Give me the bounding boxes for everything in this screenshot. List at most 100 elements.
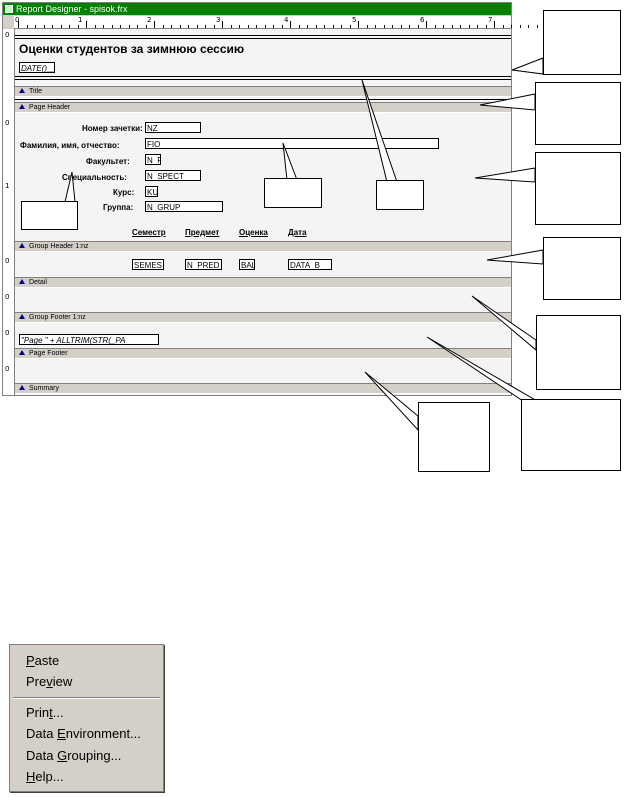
window-title: Report Designer - spisok.frx	[16, 4, 128, 14]
ruler-number: 6	[420, 16, 425, 24]
ruler-tick	[536, 25, 538, 28]
ruler-tick	[358, 21, 359, 28]
menu-item-print[interactable]: Print...	[26, 705, 64, 720]
label-record-book[interactable]: Номер зачетки:	[82, 124, 143, 133]
ruler-tick	[230, 25, 232, 28]
band-summary[interactable]: Summary	[15, 383, 511, 394]
ruler-tick	[154, 21, 155, 28]
field-date[interactable]: DATA_B_	[288, 259, 332, 270]
ruler-tick	[366, 25, 368, 28]
field-specialty[interactable]: N_SPECT___	[145, 170, 201, 181]
field-faculty[interactable]: N_F	[145, 154, 161, 165]
band-title[interactable]: Title	[15, 86, 511, 97]
ruler-tick	[247, 25, 249, 28]
ruler-tick	[264, 25, 266, 28]
callout-pointer	[511, 57, 544, 75]
field-semester[interactable]: SEMES	[132, 259, 164, 270]
ruler-tick	[222, 21, 223, 28]
label-group[interactable]: Группа:	[103, 203, 134, 212]
ruler-tick	[477, 25, 478, 28]
date-field[interactable]: DATE()___	[19, 62, 55, 73]
title-line	[15, 38, 511, 39]
field-group[interactable]: N_GRUP_______	[145, 201, 223, 212]
column-header-semester[interactable]: Семестр	[132, 228, 166, 237]
field-subject[interactable]: N_PRED	[185, 259, 222, 270]
band-detail[interactable]: Detail	[15, 277, 511, 288]
ruler-number: 0	[5, 365, 10, 373]
title-line	[15, 35, 511, 36]
label-course[interactable]: Курс:	[113, 188, 135, 197]
menu-item-data-environment[interactable]: Data Environment...	[26, 726, 141, 741]
ruler-tick	[196, 25, 198, 28]
ruler-tick	[315, 25, 317, 28]
ruler-tick	[307, 25, 308, 28]
field-grade[interactable]: BAL	[239, 259, 255, 270]
band-arrow-icon	[19, 104, 25, 109]
window-titlebar[interactable]: Report Designer - spisok.frx	[3, 3, 511, 15]
ruler-tick	[511, 25, 512, 28]
field-course[interactable]: KU	[145, 186, 158, 197]
ruler-tick	[256, 25, 257, 28]
menu-item-data-grouping[interactable]: Data Grouping...	[26, 748, 122, 763]
callout-box	[535, 152, 621, 225]
band-label: Summary	[29, 385, 59, 392]
menu-item-paste[interactable]: Paste	[26, 653, 60, 668]
band-arrow-icon	[19, 314, 25, 319]
ruler-tick	[400, 25, 402, 28]
field-fio[interactable]: FIO_____________________________________…	[145, 138, 439, 149]
ruler-tick	[375, 25, 376, 28]
band-group-header[interactable]: Group Header 1:nz	[15, 241, 511, 252]
band-page-footer[interactable]: Page Footer	[15, 348, 511, 359]
callout-box	[264, 178, 322, 208]
ruler-tick	[128, 25, 130, 28]
column-header-date[interactable]: Дата	[288, 228, 307, 237]
ruler-tick	[179, 25, 181, 28]
ruler-number: 0	[5, 329, 10, 337]
menu-item-help[interactable]: Help...	[26, 769, 64, 784]
label-specialty[interactable]: Специальность:	[62, 173, 127, 182]
ruler-tick	[434, 25, 436, 28]
ruler-tick	[69, 25, 70, 28]
ruler-number: 3	[216, 16, 221, 24]
field-nz[interactable]: NZ________	[145, 122, 201, 133]
ruler-tick	[290, 21, 291, 28]
ruler-tick	[18, 21, 19, 28]
ruler-tick	[468, 25, 470, 28]
ruler-tick	[273, 25, 274, 28]
ruler-number: 0	[5, 31, 10, 39]
ruler-tick	[60, 25, 62, 28]
ruler-tick	[120, 25, 121, 28]
ruler-tick	[341, 25, 342, 28]
callout-box	[543, 10, 621, 75]
ruler-tick	[519, 25, 521, 28]
ruler-tick	[494, 21, 495, 28]
ruler-tick	[52, 25, 53, 28]
column-header-grade[interactable]: Оценка	[239, 228, 268, 237]
label-full-name[interactable]: Фамилия, имя, отчество:	[20, 141, 120, 150]
label-faculty[interactable]: Факультет:	[86, 157, 130, 166]
report-canvas[interactable]: Оценки студентов за зимнюю сессию DATE()…	[15, 29, 511, 395]
field-page-number[interactable]: "Page " + ALLTRIM(STR(_PA	[19, 334, 159, 345]
ruler-tick	[43, 25, 45, 28]
band-group-footer[interactable]: Group Footer 1:nz	[15, 312, 511, 323]
band-label: Group Header 1:nz	[29, 243, 89, 250]
report-designer-icon	[5, 5, 13, 13]
ruler-tick	[94, 25, 96, 28]
ruler-tick	[137, 25, 138, 28]
column-header-subject[interactable]: Предмет	[185, 228, 220, 237]
ruler-tick	[86, 21, 87, 28]
band-arrow-icon	[19, 350, 25, 355]
ruler-tick	[451, 25, 453, 28]
ruler-tick	[35, 25, 36, 28]
callout-box	[543, 237, 621, 300]
report-heading[interactable]: Оценки студентов за зимнюю сессию	[19, 42, 245, 56]
ruler-tick	[205, 25, 206, 28]
ruler-tick	[111, 25, 113, 28]
ruler-tick	[443, 25, 444, 28]
report-designer-window: Report Designer - spisok.frx 0 1 2 3 4 5…	[2, 2, 538, 396]
ruler-tick	[188, 25, 189, 28]
menu-item-preview[interactable]: Preview	[26, 674, 73, 689]
band-page-header[interactable]: Page Header	[15, 102, 511, 113]
ruler-tick	[324, 25, 325, 28]
ruler-tick	[239, 25, 240, 28]
